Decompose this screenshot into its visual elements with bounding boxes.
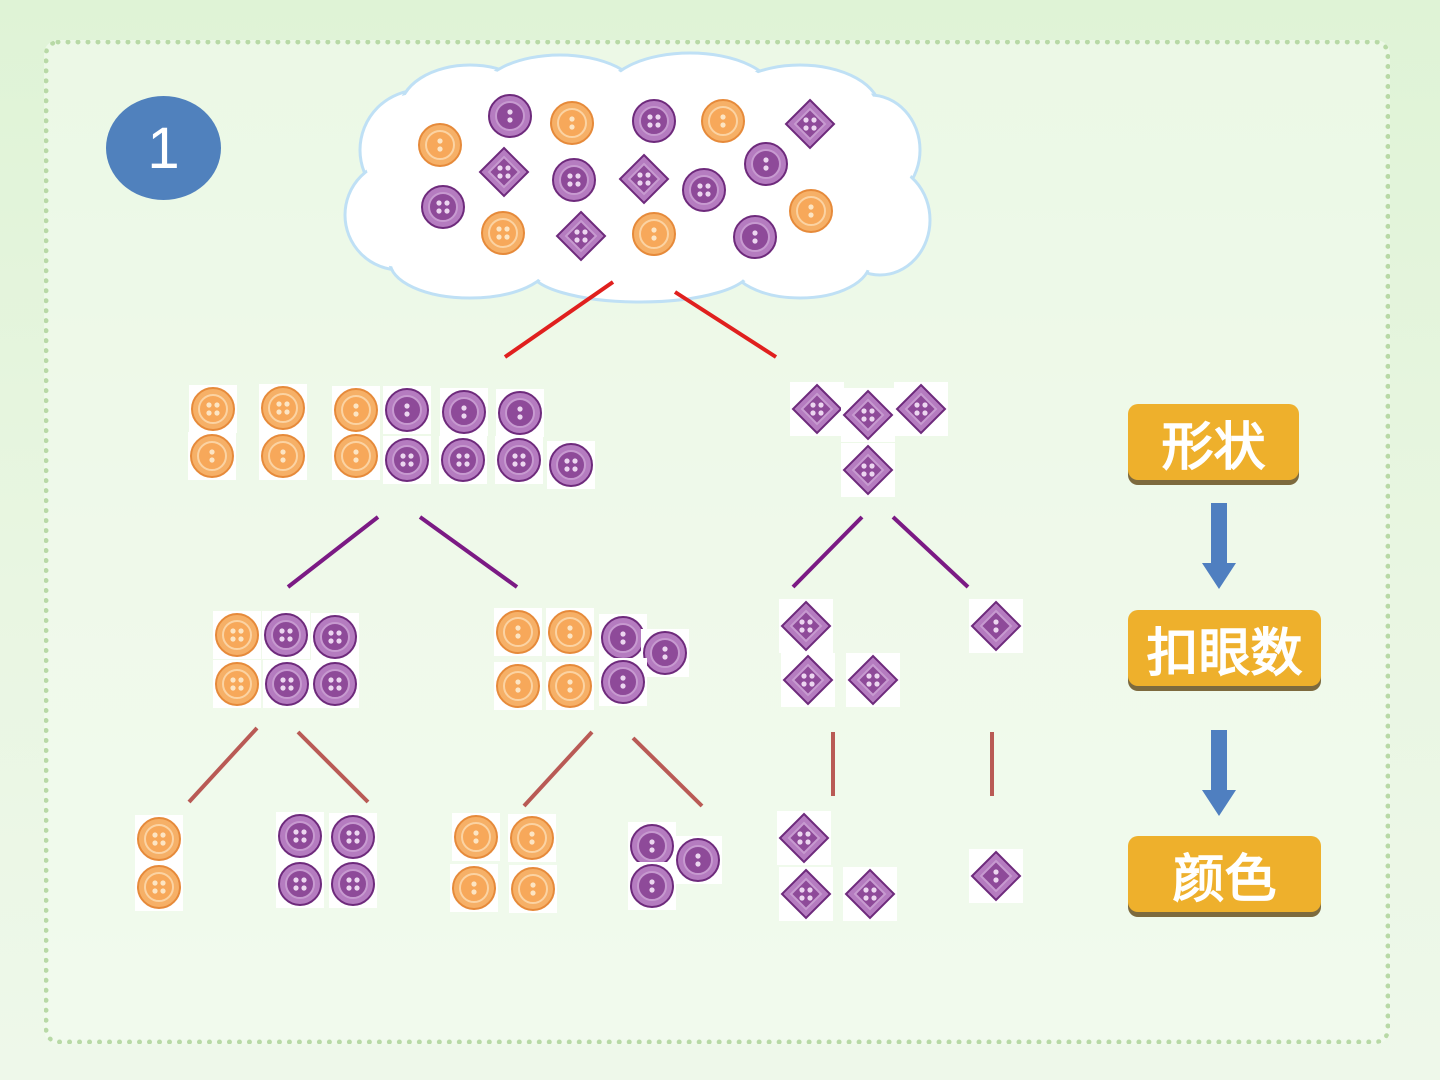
label-shape: 形状 xyxy=(1128,404,1299,480)
purple-diamond-button-4-holes xyxy=(779,599,833,653)
purple-diamond-button-2-holes xyxy=(969,849,1023,903)
purple-round-button-4-holes xyxy=(262,611,310,659)
purple-diamond-button-4-holes xyxy=(478,146,530,198)
orange-round-button-2-holes xyxy=(450,864,498,912)
purple-diamond-button-4-holes xyxy=(843,867,897,921)
orange-round-button-4-holes xyxy=(135,863,183,911)
orange-round-button-2-holes xyxy=(418,123,462,167)
purple-diamond-button-2-holes xyxy=(969,599,1023,653)
purple-round-button-4-holes xyxy=(276,812,324,860)
tree-line-8 xyxy=(522,730,594,808)
orange-round-button-2-holes xyxy=(494,608,542,656)
purple-round-button-2-holes xyxy=(733,215,777,259)
orange-round-button-2-holes xyxy=(508,814,556,862)
purple-round-button-4-holes xyxy=(276,860,324,908)
purple-diamond-button-4-holes xyxy=(790,382,844,436)
purple-diamond-button-4-holes xyxy=(779,867,833,921)
purple-diamond-button-4-holes xyxy=(781,653,835,707)
orange-round-button-4-holes xyxy=(259,384,307,432)
orange-round-button-2-holes xyxy=(701,99,745,143)
orange-round-button-2-holes xyxy=(632,212,676,256)
purple-round-button-2-holes xyxy=(488,94,532,138)
purple-round-button-4-holes xyxy=(311,660,359,708)
orange-round-button-2-holes xyxy=(546,662,594,710)
label-color: 颜色 xyxy=(1128,836,1321,912)
tree-line-9 xyxy=(631,736,704,808)
purple-diamond-button-4-holes xyxy=(777,811,831,865)
purple-diamond-button-4-holes xyxy=(555,210,607,262)
purple-round-button-4-holes xyxy=(439,436,487,484)
orange-round-button-2-holes xyxy=(188,432,236,480)
orange-round-button-2-holes xyxy=(332,432,380,480)
tree-line-5 xyxy=(891,515,970,589)
purple-round-button-2-holes xyxy=(674,836,722,884)
purple-diamond-button-4-holes xyxy=(618,153,670,205)
orange-round-button-2-holes xyxy=(546,608,594,656)
purple-round-button-2-holes xyxy=(599,614,647,662)
purple-round-button-4-holes xyxy=(682,168,726,212)
orange-round-button-2-holes xyxy=(509,865,557,913)
arrow-down-icon xyxy=(1202,730,1236,816)
purple-round-button-4-holes xyxy=(495,436,543,484)
label-holes: 扣眼数 xyxy=(1128,610,1321,686)
purple-round-button-2-holes xyxy=(744,142,788,186)
orange-round-button-4-holes xyxy=(135,815,183,863)
orange-round-button-2-holes xyxy=(494,662,542,710)
purple-diamond-button-4-holes xyxy=(841,443,895,497)
purple-round-button-4-holes xyxy=(329,813,377,861)
purple-round-button-4-holes xyxy=(552,158,596,202)
tree-line-3 xyxy=(418,515,519,589)
tree-lines xyxy=(187,280,994,808)
purple-round-button-4-holes xyxy=(547,441,595,489)
purple-diamond-button-4-holes xyxy=(894,382,948,436)
purple-diamond-button-4-holes xyxy=(784,98,836,150)
purple-round-button-2-holes xyxy=(440,388,488,436)
purple-round-button-2-holes xyxy=(628,862,676,910)
purple-diamond-button-4-holes xyxy=(846,653,900,707)
orange-round-button-4-holes xyxy=(189,385,237,433)
purple-diamond-button-4-holes xyxy=(841,388,895,442)
arrow-down-icon xyxy=(1202,503,1236,589)
purple-round-button-2-holes xyxy=(641,629,689,677)
orange-round-button-2-holes xyxy=(550,101,594,145)
tree-line-1 xyxy=(673,290,778,359)
purple-round-button-4-holes xyxy=(421,185,465,229)
tree-line-2 xyxy=(286,515,380,589)
tree-line-0 xyxy=(503,280,615,359)
purple-round-button-4-holes xyxy=(329,860,377,908)
purple-round-button-2-holes xyxy=(496,389,544,437)
orange-round-button-4-holes xyxy=(213,660,261,708)
purple-round-button-4-holes xyxy=(632,99,676,143)
purple-round-button-4-holes xyxy=(383,436,431,484)
purple-round-button-2-holes xyxy=(599,658,647,706)
tree-line-7 xyxy=(296,730,370,804)
orange-round-button-4-holes xyxy=(213,611,261,659)
step-number-badge: 1 xyxy=(106,96,221,200)
orange-round-button-2-holes xyxy=(332,386,380,434)
buttons xyxy=(135,94,1023,921)
purple-round-button-4-holes xyxy=(263,660,311,708)
orange-round-button-4-holes xyxy=(481,211,525,255)
orange-round-button-2-holes xyxy=(789,189,833,233)
orange-round-button-2-holes xyxy=(452,813,500,861)
purple-round-button-2-holes xyxy=(383,386,431,434)
orange-round-button-2-holes xyxy=(259,432,307,480)
tree-line-6 xyxy=(187,726,259,804)
tree-line-4 xyxy=(791,515,864,589)
purple-round-button-4-holes xyxy=(311,613,359,661)
